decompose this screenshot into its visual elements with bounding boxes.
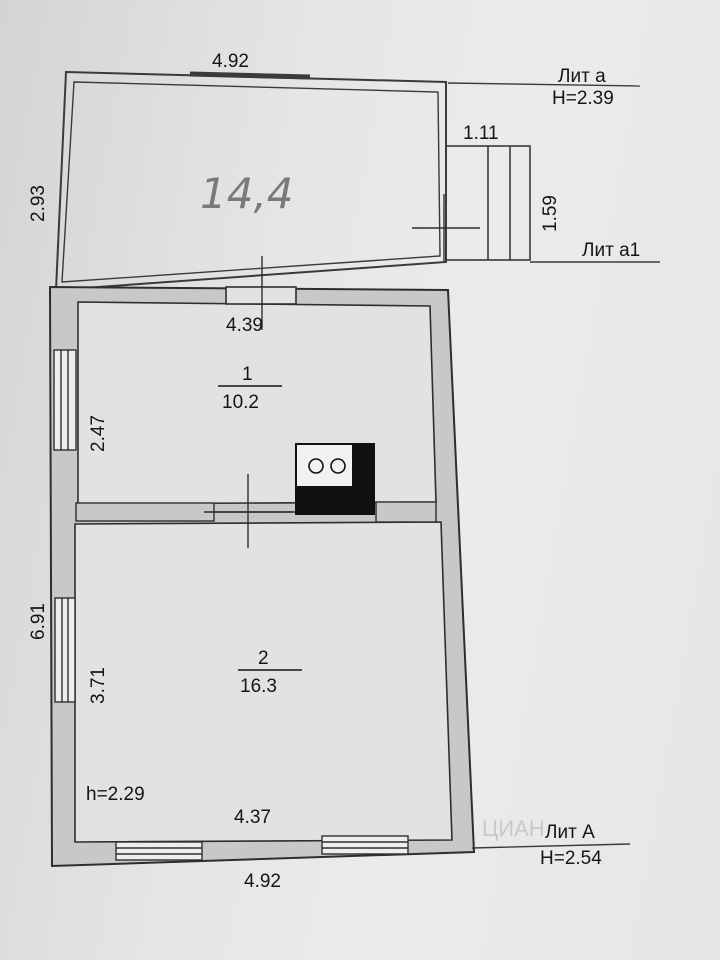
dim-room2-inner-width: 4.37 xyxy=(234,807,271,828)
label-lit-a-height: Н=2.39 xyxy=(552,88,614,109)
dim-top-width: 4.92 xyxy=(212,51,249,72)
windows xyxy=(53,349,409,861)
room1-number: 1 xyxy=(242,364,253,385)
room-fraction-bars xyxy=(218,385,302,671)
label-room-height: h=2.29 xyxy=(86,784,145,805)
dim-room1-inner-width: 4.39 xyxy=(226,315,263,336)
porch-stairs xyxy=(445,145,660,263)
stove xyxy=(295,443,375,515)
doors xyxy=(225,286,297,305)
dim-porch-width: 1.11 xyxy=(463,123,499,144)
dim-total-height: 6.91 xyxy=(28,603,49,640)
dim-bottom-width: 4.92 xyxy=(244,871,281,892)
room2-area: 16.3 xyxy=(240,676,277,697)
handwritten-area: 14,4 xyxy=(200,169,294,218)
dim-veranda-height: 2.93 xyxy=(28,185,49,222)
label-lit-a: Лит а xyxy=(558,66,606,87)
room2-number: 2 xyxy=(258,648,269,669)
label-lit-A-height: Н=2.54 xyxy=(540,848,602,869)
main-walls xyxy=(48,285,476,868)
entrance-marks xyxy=(204,194,480,548)
dim-room2-height: 3.71 xyxy=(88,667,109,704)
watermark: ЦИАН xyxy=(482,816,545,841)
label-lit-a1: Лит а1 xyxy=(582,240,640,261)
veranda-walls xyxy=(54,70,447,292)
leader-lines xyxy=(447,82,641,849)
dim-porch-depth: 1.59 xyxy=(540,195,561,232)
dim-room1-height: 2.47 xyxy=(88,415,109,452)
room1-area: 10.2 xyxy=(222,392,259,413)
label-lit-A: Лит А xyxy=(545,822,595,843)
